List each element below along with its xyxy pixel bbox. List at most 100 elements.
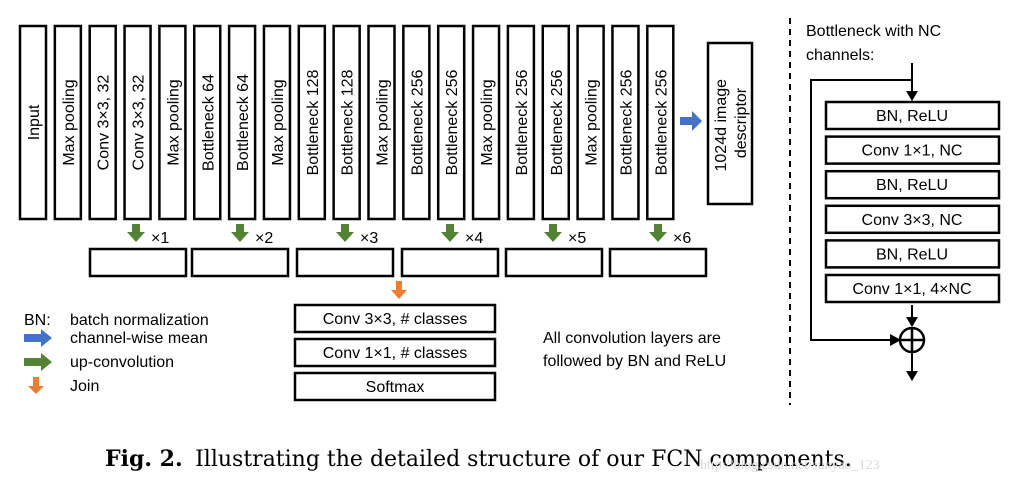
upconv-arrow — [231, 224, 249, 242]
encoder-layer-label: Bottleneck 256 — [409, 69, 426, 175]
upconv-arrow — [649, 224, 667, 242]
encoder-layer — [297, 24, 327, 221]
legend-mean-arrow-icon — [24, 329, 52, 347]
encoder-layer-label: Conv 3×3, 32 — [96, 75, 113, 171]
upconv-join-box — [88, 247, 188, 278]
legend-join-arrow-icon — [28, 377, 44, 394]
encoder-layer — [262, 24, 292, 221]
legend-bn-key: BN: — [24, 312, 51, 329]
encoder-layer — [646, 24, 675, 221]
bottleneck-layer-label: Conv 1×1, 4×NC — [852, 281, 971, 298]
bottleneck-title-line1: Bottleneck with NC — [806, 23, 941, 40]
conv-note-line2: followed by BN and ReLU — [543, 353, 726, 370]
encoder-layer-label: Bottleneck 128 — [340, 69, 357, 175]
bottleneck-input-arrowhead — [906, 91, 918, 101]
encoder-layer — [541, 24, 570, 221]
bottleneck-title-line2: channels: — [806, 47, 875, 64]
upconv-join-box — [504, 247, 604, 278]
legend-upconv-arrow-icon — [24, 353, 52, 371]
encoder-layer — [193, 24, 222, 221]
encoder-layer-label: Bottleneck 128 — [305, 69, 322, 175]
encoder-layer — [227, 24, 257, 221]
bottleneck-layer-label: Conv 3×3, NC — [862, 212, 963, 229]
encoder-layer-label: Max pooling — [61, 79, 78, 165]
encoder-layer — [332, 24, 361, 221]
legend-bn-text: batch normalization — [70, 312, 209, 329]
caption-label: Fig. 2. — [105, 446, 183, 472]
bottleneck-layer-box — [824, 204, 1001, 235]
bottleneck-layer-label: Conv 1×1, NC — [862, 143, 963, 160]
join-arrow — [391, 281, 407, 299]
bottleneck-layer-box — [824, 100, 1001, 131]
upconv-arrow — [336, 224, 354, 242]
upconv-multiplier: ×4 — [465, 230, 483, 247]
upconv-arrow — [441, 224, 459, 242]
bottleneck-layer-box — [824, 239, 1001, 269]
encoder-layer — [88, 24, 117, 221]
upconv-multiplier: ×6 — [673, 230, 691, 247]
encoder-layer — [53, 24, 83, 221]
encoder-layer-label: Input — [26, 104, 43, 140]
encoder-layer-label: Conv 3×3, 32 — [131, 75, 148, 171]
upconv-multiplier: ×3 — [360, 230, 378, 247]
watermark: http://blog.csdn.net/sunyao_123 — [700, 458, 880, 473]
bottleneck-layer-box — [824, 273, 1001, 304]
head-layer-box — [293, 371, 497, 402]
conv-note-line1: All convolution layers are — [543, 330, 721, 347]
upconv-join-box — [190, 247, 290, 278]
bottleneck-layer-label: BN, ReLU — [876, 108, 948, 125]
encoder-layer — [402, 24, 431, 221]
encoder-layer — [436, 24, 466, 221]
encoder-layer-label: Bottleneck 64 — [235, 74, 252, 171]
encoder-layer-label: Bottleneck 64 — [200, 74, 217, 171]
encoder-layer-label: Max pooling — [584, 79, 601, 165]
encoder-layer-label: Bottleneck 256 — [549, 69, 566, 175]
upconv-arrow — [544, 224, 562, 242]
bottleneck-layer-label: BN, ReLU — [876, 246, 948, 263]
encoder-layer — [506, 24, 536, 221]
bottleneck-layers: BN, ReLU Conv 1×1, NC BN, ReLU Conv 3×3, NC… — [824, 100, 1001, 304]
upconv-multiplier: ×1 — [151, 230, 169, 247]
descriptor-line2: descriptor — [733, 87, 750, 158]
upconv-arrow — [127, 224, 145, 242]
upconv-group: ×1×2×3×4×5×6 — [88, 224, 708, 278]
caption-text: Illustrating the detailed structure of o… — [195, 447, 852, 472]
legend-item-label: Join — [70, 378, 99, 395]
channel-wise-mean-arrow — [680, 111, 702, 131]
head-layer-label: Conv 3×3, # classes — [323, 311, 468, 328]
bottleneck-layer-label: BN, ReLU — [876, 177, 948, 194]
encoder-layer-label: Max pooling — [375, 79, 392, 165]
upconv-join-box — [295, 247, 395, 278]
legend-item-label: channel-wise mean — [70, 330, 208, 347]
head-layer-box — [293, 337, 497, 368]
encoder-layer — [576, 24, 605, 221]
legend-item-label: up-convolution — [70, 354, 174, 371]
encoder-layer-label: Max pooling — [270, 79, 287, 165]
head-layer-label: Softmax — [366, 379, 425, 396]
encoder-layer — [158, 24, 187, 221]
descriptor-label: 1024d image descriptor — [713, 75, 750, 172]
descriptor-line1: 1024d image — [713, 79, 730, 172]
encoder-layer-label: Bottleneck 256 — [653, 69, 670, 175]
upconv-join-box — [400, 247, 500, 278]
encoder-layer-label: Max pooling — [479, 79, 496, 165]
skip-arrowhead — [890, 334, 901, 346]
upconv-join-box — [608, 247, 708, 278]
bottleneck-layer-box — [824, 169, 1001, 200]
encoder-layer — [367, 24, 396, 221]
descriptor-box — [706, 41, 754, 206]
figure-caption: Fig. 2. Illustrating the detailed struct… — [105, 446, 852, 472]
encoder-layer-label: Bottleneck 256 — [444, 69, 461, 175]
encoder-layer-label: Bottleneck 256 — [618, 69, 635, 175]
encoder-columns: Input Max pooling Conv 3×3, 32 Conv 3×3, 32… — [18, 24, 675, 221]
upconv-multiplier: ×2 — [255, 230, 273, 247]
bottleneck-layer-box — [824, 135, 1001, 165]
skip-connection-line — [810, 79, 912, 341]
encoder-layer-label: Bottleneck 256 — [514, 69, 531, 175]
encoder-layer — [123, 24, 152, 221]
head-layer-box — [293, 303, 497, 334]
encoder-layer-label: Max pooling — [165, 79, 182, 165]
